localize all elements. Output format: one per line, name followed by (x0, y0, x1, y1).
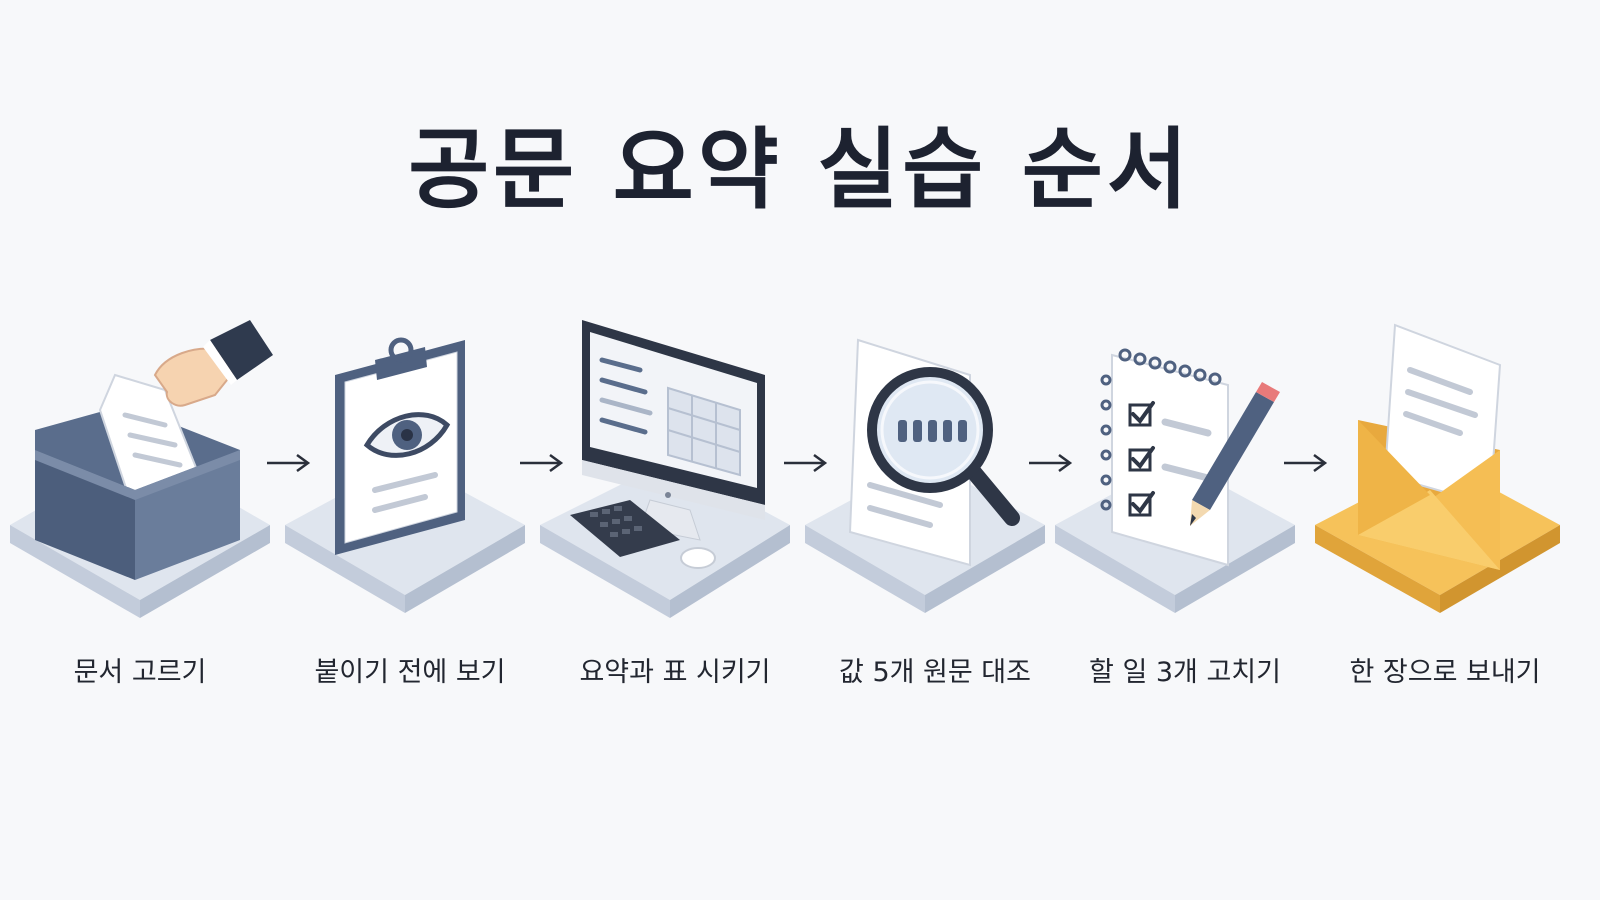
step-2: 붙이기 전에 보기 (275, 300, 545, 720)
envelope-document-icon (1315, 323, 1560, 613)
clipboard-eye-icon (285, 337, 525, 613)
step-label: 한 장으로 보내기 (1349, 657, 1541, 688)
step-label: 붙이기 전에 보기 (314, 657, 506, 688)
step-1: 문서 고르기 (5, 300, 275, 720)
arrow-icon (518, 450, 566, 476)
checklist-pencil-icon (1055, 348, 1295, 613)
step-4: 값 5개 원문 대조 (800, 300, 1070, 720)
step-5: 할 일 3개 고치기 (1050, 300, 1320, 720)
step-label: 문서 고르기 (73, 657, 207, 688)
arrow-icon (265, 450, 313, 476)
arrow-icon (782, 450, 830, 476)
inbox-tray-hand-icon (10, 320, 273, 618)
arrow-icon (1027, 450, 1075, 476)
page-title: 공문 요약 실습 순서 (408, 118, 1192, 221)
magnifier-document-icon (805, 338, 1045, 613)
step-label: 요약과 표 시키기 (579, 657, 771, 688)
arrow-icon (1282, 450, 1330, 476)
step-3: 요약과 표 시키기 (540, 300, 810, 720)
step-label: 값 5개 원문 대조 (839, 657, 1031, 688)
monitor-table-icon (540, 320, 790, 618)
step-6: 한 장으로 보내기 (1310, 300, 1580, 720)
step-label: 할 일 3개 고치기 (1089, 657, 1281, 688)
